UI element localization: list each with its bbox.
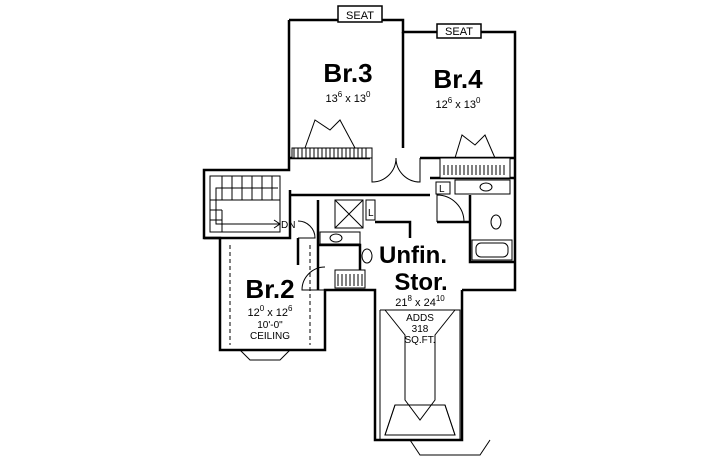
dim-a: 13 bbox=[325, 93, 337, 105]
closet-door-br3 bbox=[304, 119, 356, 149]
toilet-2 bbox=[490, 214, 502, 230]
shower bbox=[334, 199, 364, 229]
vanity-2 bbox=[454, 179, 511, 195]
dim-b-sup: 6 bbox=[288, 304, 293, 313]
dim-a: 12 bbox=[435, 99, 447, 111]
dim-a-sup: 0 bbox=[260, 304, 265, 313]
interior-wall bbox=[318, 243, 362, 270]
closet-door-br4 bbox=[454, 134, 496, 159]
dim-sep: x 12 bbox=[264, 307, 288, 319]
seat-label: SEAT bbox=[445, 26, 473, 38]
storage-ridge bbox=[384, 309, 456, 421]
closet-hatch bbox=[293, 148, 367, 158]
interior-wall bbox=[375, 220, 412, 238]
vanity-1 bbox=[319, 231, 361, 245]
ceiling-height: 10'-0" bbox=[257, 320, 283, 331]
room-name-br4: Br.4 bbox=[433, 64, 483, 94]
door-swing-br3 bbox=[371, 157, 397, 183]
storage-area: 318 bbox=[412, 324, 429, 335]
stair-arrow bbox=[215, 187, 280, 225]
interior-wall bbox=[468, 195, 515, 264]
sink-1 bbox=[329, 233, 343, 243]
dim-sep: x 13 bbox=[452, 99, 476, 111]
door-swing-br2 bbox=[301, 266, 326, 291]
storage-ridge-line bbox=[384, 404, 456, 436]
window-seat-left: SEAT bbox=[337, 5, 383, 23]
toilet-1 bbox=[361, 248, 373, 264]
storage-area-unit: SQ.FT. bbox=[404, 335, 435, 346]
door-swing-bath bbox=[436, 194, 465, 223]
dim-b-sup: 0 bbox=[366, 90, 371, 99]
dim-sep: x 24 bbox=[412, 297, 436, 309]
dim-a: 12 bbox=[247, 307, 259, 319]
door-swing-br4 bbox=[395, 157, 421, 183]
ceiling-label: CEILING bbox=[250, 331, 290, 342]
linen-closet-2 bbox=[435, 181, 451, 195]
room-dim-storage: 218 x 2410 bbox=[395, 294, 445, 309]
dim-sep: x 13 bbox=[342, 93, 366, 105]
linen-label-2: L bbox=[439, 184, 445, 195]
staircase bbox=[209, 175, 281, 233]
dim-a: 21 bbox=[395, 297, 407, 309]
window-seat-right: SEAT bbox=[436, 23, 482, 39]
dim-b-sup: 0 bbox=[476, 96, 481, 105]
closet-hatch bbox=[443, 165, 505, 175]
ceiling-outline bbox=[229, 245, 311, 345]
room-dim-br2: 120 x 126 bbox=[247, 304, 293, 319]
storage-dormer bbox=[379, 309, 461, 440]
room-dim-br3: 136 x 130 bbox=[325, 90, 371, 105]
stairs-down-label: DN bbox=[281, 220, 295, 231]
bathtub bbox=[471, 239, 513, 261]
linen-closet-1 bbox=[365, 199, 376, 221]
bay-window bbox=[239, 349, 291, 361]
exterior-wall bbox=[202, 20, 464, 442]
dim-a-sup: 6 bbox=[338, 90, 343, 99]
dim-b-sup: 10 bbox=[436, 294, 445, 303]
room-dim-br4: 126 x 130 bbox=[435, 96, 481, 111]
stair-arrowhead bbox=[273, 219, 281, 229]
room-name-storage-line2: Stor. bbox=[394, 269, 447, 296]
linen-label-1: L bbox=[368, 208, 374, 219]
shower-x bbox=[334, 199, 364, 229]
sink-2 bbox=[479, 182, 493, 192]
dim-a-sup: 6 bbox=[448, 96, 453, 105]
bottom-bay bbox=[409, 439, 491, 456]
room-name-br3: Br.3 bbox=[323, 58, 372, 88]
closet-br3 bbox=[291, 147, 373, 159]
stairwell-wall bbox=[204, 190, 292, 240]
door-swing-stairs bbox=[297, 220, 316, 239]
closet-hatch bbox=[337, 274, 363, 286]
storage-adds: ADDS bbox=[406, 313, 434, 324]
seat-label: SEAT bbox=[346, 10, 374, 22]
room-name-br2: Br.2 bbox=[245, 274, 294, 304]
room-name-storage-line1: Unfin. bbox=[379, 242, 447, 269]
dim-a-sup: 8 bbox=[408, 294, 413, 303]
